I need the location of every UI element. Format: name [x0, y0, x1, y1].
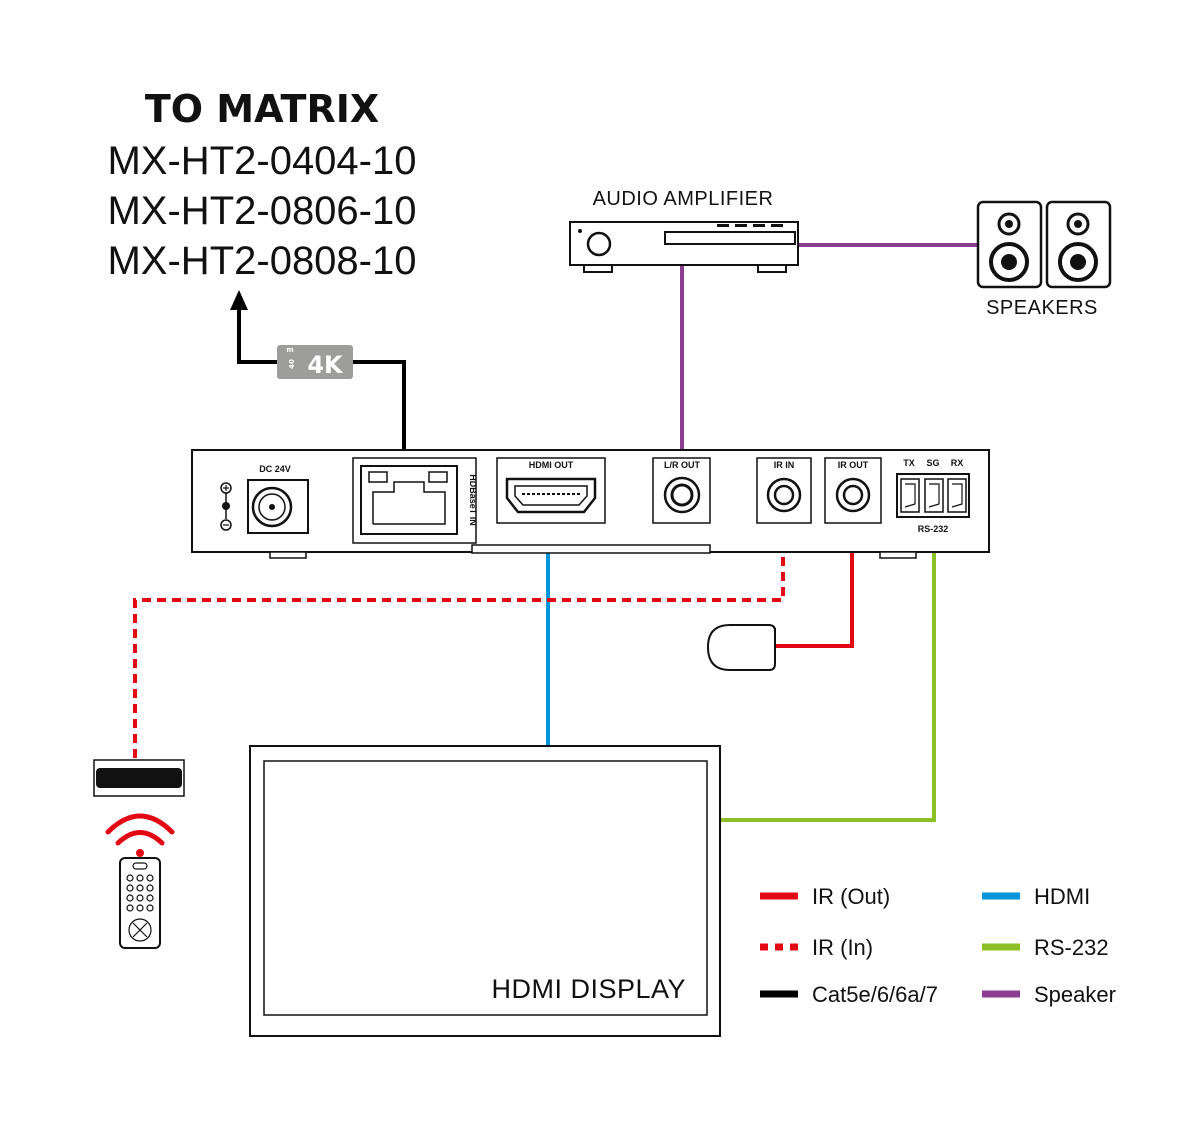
speakers-label: SPEAKERS	[986, 297, 1098, 319]
port-label-rx: RX	[951, 458, 964, 468]
speaker-right	[1045, 200, 1112, 289]
hdmi-display: HDMI DISPLAY	[249, 745, 721, 1037]
legend-item: HDMI	[982, 884, 1090, 909]
port-label-dc: DC 24V	[259, 464, 291, 474]
legend-label: IR (Out)	[812, 884, 890, 909]
ir-signal-icon	[105, 813, 175, 857]
volume-knob-icon	[586, 231, 612, 257]
legend-label: IR (In)	[812, 935, 873, 960]
port-label-hdbaset: HDBaseT IN	[468, 474, 478, 526]
badge-distance: 40	[288, 359, 296, 369]
matrix-model-2: MX-HT2-0806-10	[107, 189, 416, 233]
rs232-cable	[720, 497, 936, 822]
receiver-device: DC 24V HDBaseT IN HDMI OUT	[191, 449, 990, 559]
ir-receiver-icon	[93, 759, 185, 797]
port-label-tx: TX	[903, 458, 915, 468]
speaker-left	[976, 200, 1043, 289]
audio-amplifier	[569, 221, 799, 273]
port-label-hdmi-out: HDMI OUT	[529, 460, 574, 470]
display-label: HDMI DISPLAY	[491, 974, 686, 1004]
port-label-rs232: RS-232	[918, 524, 949, 534]
legend-label: RS-232	[1034, 935, 1109, 960]
legend-label: Speaker	[1034, 982, 1116, 1007]
legend-item: Cat5e/6/6a/7	[760, 982, 938, 1007]
matrix-title: TO MATRIX	[145, 87, 379, 131]
legend-item: Speaker	[982, 982, 1116, 1007]
matrix-model-3: MX-HT2-0808-10	[107, 239, 416, 283]
port-label-lr-out: L/R OUT	[664, 460, 700, 470]
legend-item: IR (In)	[760, 935, 873, 960]
port-label-ir-out: IR OUT	[838, 460, 869, 470]
hdmi-port-icon	[505, 477, 597, 514]
rs232-terminal-icon	[896, 473, 970, 518]
legend-item: IR (Out)	[760, 884, 890, 909]
port-label-sg: SG	[926, 458, 939, 468]
badge-unit: m	[286, 346, 293, 354]
4k-badge: 40 m 4K	[277, 345, 353, 379]
legend: IR (Out) IR (In) Cat5e/6/6a/7 HDMI RS-232Spe…	[760, 884, 1116, 1007]
ir-emitter-icon	[706, 624, 776, 671]
legend-label: HDMI	[1034, 884, 1090, 909]
remote-control-icon	[119, 857, 161, 949]
legend-item: RS-232	[982, 935, 1109, 960]
legend-label: Cat5e/6/6a/7	[812, 982, 938, 1007]
amplifier-label: AUDIO AMPLIFIER	[593, 188, 774, 210]
port-label-ir-in: IR IN	[774, 460, 795, 470]
matrix-model-1: MX-HT2-0404-10	[107, 139, 416, 183]
rj45-port-icon	[360, 465, 458, 535]
badge-resolution: 4K	[307, 351, 344, 379]
arrow-up-icon	[230, 290, 248, 310]
